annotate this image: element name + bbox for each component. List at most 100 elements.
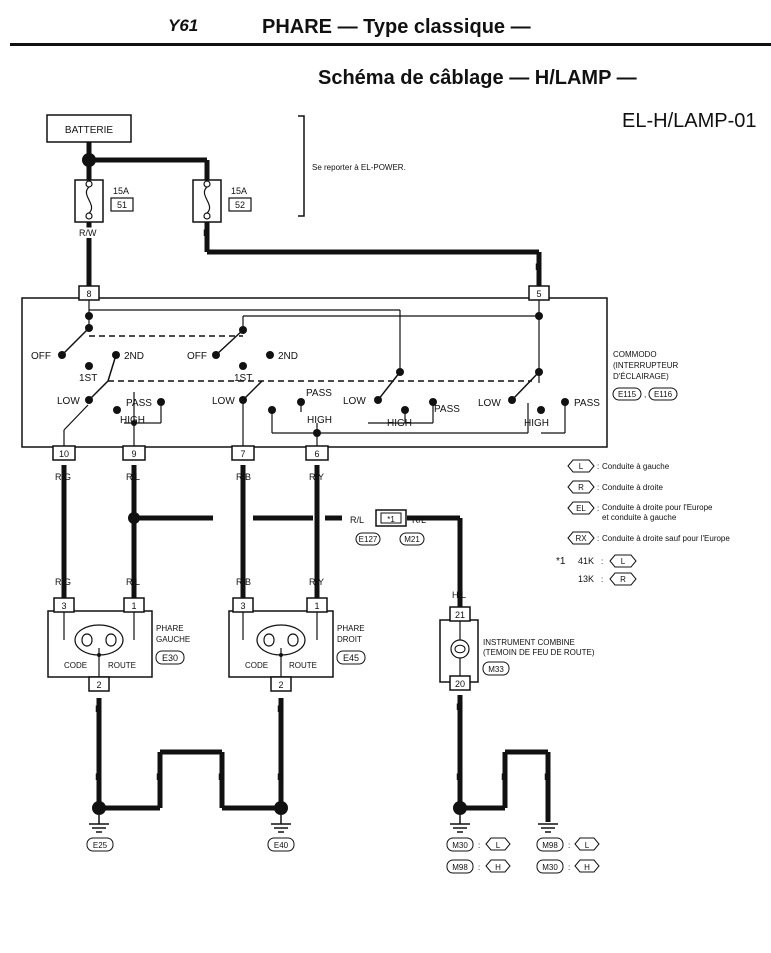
splice-label: *1 [387,515,395,524]
fuse-number: 51 [117,200,127,210]
fuse-rating: 15A [231,186,247,196]
variant-symbol: H [495,863,501,872]
switch-name: COMMODO [613,350,657,359]
pos-off: OFF [187,351,207,362]
ground-id: M30 [452,841,468,850]
pin-number: 5 [536,289,541,299]
pos-low: LOW [212,396,235,407]
legend: L :Conduite à gauche R :Conduite à droit… [556,459,730,586]
header-rule [10,43,771,46]
svg-text::: : [601,557,603,566]
pos-pass: PASS [306,388,332,399]
pin-number: 10 [59,449,69,459]
wire-label: R/G [55,577,71,587]
fuse-rating: 15A [113,186,129,196]
wire-label: R/L [412,515,426,525]
pin-number: 21 [455,610,465,620]
pos-1st: 1ST [79,373,97,384]
combination-switch: 8 5 10 9 7 6 [21,285,679,461]
fuse-52: 15A 52 [192,179,252,223]
wire-label: R/L [126,472,140,482]
lamp-name: PHARE [156,624,184,633]
svg-text:L: L [621,557,626,566]
pos-low: LOW [478,398,501,409]
svg-text::: : [597,534,599,543]
pos-pass: PASS [434,404,460,415]
pin-number: 3 [240,601,245,611]
pos-low: LOW [57,396,80,407]
svg-text::: : [478,863,480,872]
switch-name: D'ÉCLAIRAGE) [613,372,669,381]
wire-label: R/W [79,228,97,238]
ground-id: M98 [452,863,468,872]
wire-label: B [95,772,101,782]
pos-high: HIGH [387,418,412,429]
svg-text:Conduite à droite sauf pour l': Conduite à droite sauf pour l'Europe [602,534,730,543]
ground-points: E25 E40 M30 : L M98 : L M98 : H M30 : H [86,801,600,874]
headlamp-right: 3 1 2 CODE ROUTE PHARE DROIT E45 [228,597,366,692]
lamp-route-label: ROUTE [108,661,136,670]
diagram-code: EL-H/LAMP-01 [622,110,757,132]
variant-symbol: H [584,863,590,872]
fuse-51: 15A 51 [74,179,134,223]
pos-pass: PASS [574,398,600,409]
ground-id: E40 [274,841,289,850]
headlamp-left: 3 1 2 CODE ROUTE PHARE GAUCHE E30 [47,597,190,692]
wire-label: R/L [126,577,140,587]
wire-label: B [95,704,101,714]
svg-text::: : [597,462,599,471]
model-code: Y61 [168,16,199,35]
connector-id: E127 [359,535,378,544]
lamp-code-label: CODE [64,661,87,670]
wire-label: R [203,228,210,238]
pin-number: 1 [314,601,319,611]
pin-number: 2 [278,680,283,690]
pin-number: 6 [314,449,319,459]
power-bracket [298,115,305,217]
wire-label: R/Y [309,472,324,482]
pos-2nd: 2ND [124,351,144,362]
pin-number: 8 [86,289,91,299]
svg-text:Conduite à droite pour l'Europ: Conduite à droite pour l'Europe [602,503,713,512]
ground-id: E25 [93,841,108,850]
pos-high: HIGH [120,415,145,426]
pin-number: 2 [96,680,101,690]
pos-high: HIGH [307,415,332,426]
wire-label: B [218,772,224,782]
pos-low: LOW [343,396,366,407]
svg-text::: : [597,504,599,513]
pos-pass: PASS [126,398,152,409]
svg-text:R: R [578,483,584,492]
pin-number: 3 [61,601,66,611]
pin-number: 1 [131,601,136,611]
page-title: PHARE — Type classique — [262,16,531,38]
pin-number: 9 [131,449,136,459]
connector-id: E115 [618,390,637,399]
svg-text::: : [568,863,570,872]
pos-off: OFF [31,351,51,362]
svg-text:R: R [620,575,626,584]
connector-id: M21 [404,535,420,544]
svg-text:Conduite à droite: Conduite à droite [602,483,663,492]
lamp-name: DROIT [337,635,362,644]
svg-text::: : [597,483,599,492]
svg-text:et conduite à gauche: et conduite à gauche [602,513,677,522]
lamp-name: GAUCHE [156,635,190,644]
svg-text:13K: 13K [578,574,594,584]
wire-label: R [535,262,542,272]
instrument-name: (TEMOIN DE FEU DE ROUTE) [483,648,595,657]
wire-label: R/L [350,515,364,525]
splice-connector: *1 E127 M21 [355,509,425,546]
pos-2nd: 2ND [278,351,298,362]
pos-high: HIGH [524,418,549,429]
svg-text:41K: 41K [578,556,594,566]
note-mark: *1 [556,556,566,567]
wire-label: B [544,772,550,782]
svg-text:Conduite à gauche: Conduite à gauche [602,462,670,471]
wire-label: B [456,772,462,782]
wire-label: R/Y [309,577,324,587]
switch-name: (INTERRUPTEUR [613,361,679,370]
ground-id: M30 [542,863,558,872]
pos-1st: 1ST [234,373,252,384]
